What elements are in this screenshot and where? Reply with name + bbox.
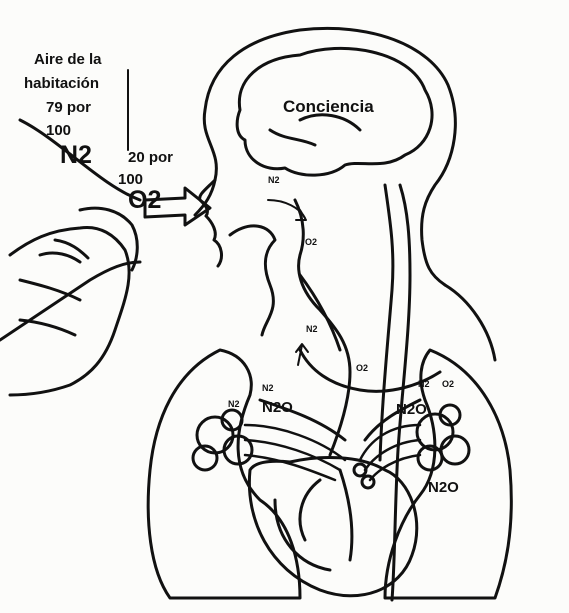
o2-right-upper-label: O2	[442, 380, 454, 389]
n2-percent-line2: 100	[46, 123, 71, 138]
n2-left-small-label: N2	[228, 400, 240, 409]
n2-left-upper-label: N2	[262, 384, 274, 393]
o2-trachea-right-label: O2	[356, 364, 368, 373]
n2-right-upper-label: N2	[418, 380, 430, 389]
n2o-right-upper-label: N2O	[396, 402, 427, 417]
conciencia-label: Conciencia	[283, 98, 374, 115]
n2-mouth-label: N2	[268, 176, 280, 185]
spinal-cord	[392, 185, 410, 600]
neck-outline	[230, 226, 495, 360]
room-air-label-line1: Aire de la	[34, 52, 102, 67]
n2-trachea-label: N2	[306, 325, 318, 334]
o2-percent-line1: 20 por	[128, 150, 173, 165]
o2-throat-label: O2	[305, 238, 317, 247]
room-air-label-line2: habitación	[24, 76, 99, 91]
n2-big-label: N2	[60, 143, 92, 168]
n2o-left-label: N2O	[262, 400, 293, 415]
head-outline	[195, 28, 455, 285]
o2-percent-line2: 100	[118, 172, 143, 187]
left-alveoli	[193, 410, 252, 470]
n2o-right-lower-label: N2O	[428, 480, 459, 495]
n2-percent-line1: 79 por	[46, 100, 91, 115]
hand	[10, 227, 129, 395]
o2-big-label: O2	[128, 188, 161, 213]
inhaler-tube	[0, 262, 140, 340]
